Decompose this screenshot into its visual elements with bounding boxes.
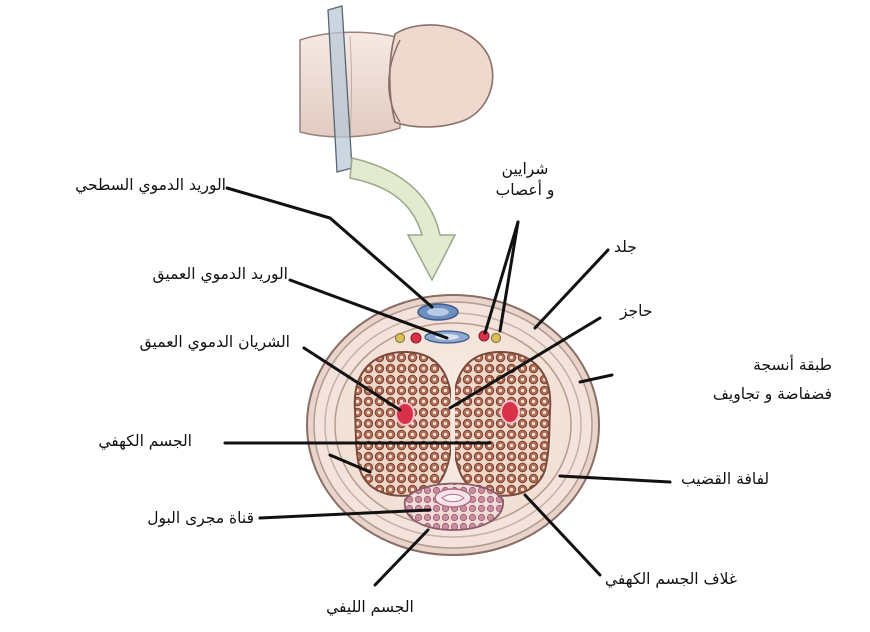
cross-section [307,295,599,555]
label-corpus-spongiosum: الجسم الليفي [290,598,450,616]
label-deep-artery: الشريان الدموي العميق [140,333,290,351]
label-cavernosum-sheath: غلاف الجسم الكهفي [605,570,737,588]
direction-arrow [350,158,455,280]
label-skin: جلد [614,238,637,256]
label-deep-vein: الوريد الدموي العميق [152,265,288,283]
label-corpus-cavernosum: الجسم الكهفي [98,432,192,450]
label-tunica: لفافة القضيب [681,470,769,488]
label-septum: حاجز [620,302,652,320]
label-spongy-layer-2: فضفاضة و تجاويف [713,385,832,403]
label-arteries-nerves-2: و أعصاب [480,181,570,199]
label-spongy-layer-1: طبقة أنسجة [753,356,832,374]
label-arteries-nerves-1: شرايين [480,160,570,178]
label-urethra: قناة مجرى البول [147,509,254,527]
label-superficial-vein: الوريد الدموي السطحي [75,176,226,194]
penis-side-view [300,6,493,172]
